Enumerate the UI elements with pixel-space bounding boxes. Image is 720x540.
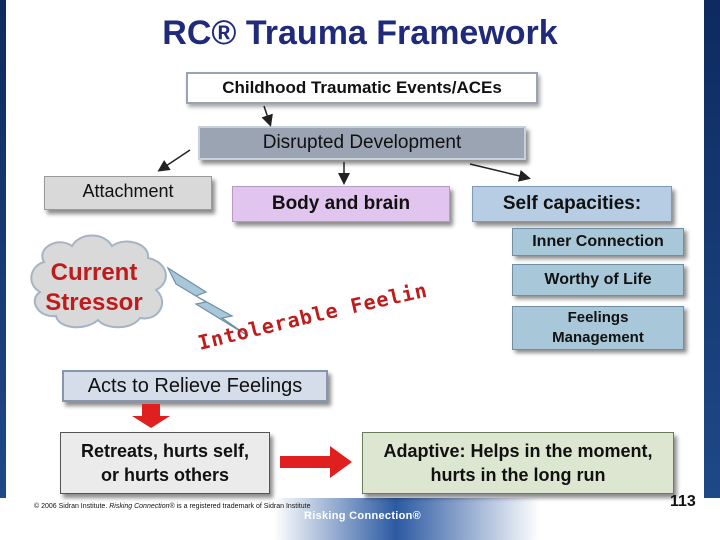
- self-capacities-box: Self capacities:: [472, 186, 672, 222]
- worthy-of-life-label: Worthy of Life: [544, 271, 652, 288]
- adaptive-line2: hurts in the long run: [430, 465, 606, 485]
- footer-post: is a registered trademark of Sidran Inst…: [174, 503, 311, 510]
- lightning-bolt: [166, 266, 249, 337]
- inner-connection-label: Inner Connection: [532, 233, 664, 250]
- retreats-line2: or hurts others: [100, 465, 229, 485]
- body-brain-box: Body and brain: [232, 186, 450, 222]
- red-right-arrow: [280, 446, 352, 478]
- retreats-box: Retreats, hurts self, or hurts others: [60, 432, 270, 494]
- feelings-management-line1: Feelings: [567, 309, 629, 326]
- acts-to-relieve-box: Acts to Relieve Feelings: [62, 370, 328, 402]
- bottom-band: [0, 498, 720, 540]
- stressor-cloud: [30, 234, 167, 329]
- disrupted-development-box: Disrupted Development: [198, 126, 526, 160]
- stressor-line2: Stressor: [45, 289, 143, 316]
- feelings-management-line2: Management: [552, 329, 644, 346]
- red-down-arrow: [132, 404, 170, 428]
- inner-connection-box: Inner Connection: [512, 228, 684, 256]
- attachment-box: Attachment: [44, 176, 212, 210]
- adaptive-line1: Adaptive: Helps in the moment,: [383, 441, 653, 461]
- worthy-of-life-box: Worthy of Life: [512, 264, 684, 296]
- retreats-line1: Retreats, hurts self,: [80, 441, 250, 461]
- disrupted-development-label: Disrupted Development: [262, 132, 462, 153]
- risking-connection-logo: Risking Connection®: [304, 510, 422, 522]
- self-capacities-label: Self capacities:: [502, 193, 642, 214]
- arrow-aces-to-disrupted: [261, 105, 273, 127]
- arrow-disrupted-to-attachment: [157, 149, 191, 172]
- body-brain-label: Body and brain: [271, 193, 411, 214]
- adaptive-box: Adaptive: Helps in the moment, hurts in …: [362, 432, 674, 494]
- acts-to-relieve-label: Acts to Relieve Feelings: [87, 374, 303, 397]
- slide-title: RC® Trauma Framework: [162, 14, 558, 52]
- current-stressor-label: Current Stressor: [30, 258, 158, 318]
- aces-box: Childhood Traumatic Events/ACEs: [186, 72, 538, 104]
- page-number: 113: [670, 493, 696, 510]
- arrow-disrupted-to-self: [469, 163, 531, 182]
- footer-pre: © 2006 Sidran Institute.: [34, 503, 110, 510]
- right-frame: [704, 0, 720, 540]
- left-frame: [0, 0, 6, 540]
- aces-label: Childhood Traumatic Events/ACEs: [222, 78, 502, 97]
- feelings-management-box: Feelings Management: [512, 306, 684, 350]
- attachment-label: Attachment: [82, 181, 174, 201]
- footer-italic: Risking Connection®: [109, 503, 175, 510]
- stressor-line1: Current: [50, 259, 138, 286]
- copyright-footer: © 2006 Sidran Institute. Risking Connect…: [34, 503, 310, 510]
